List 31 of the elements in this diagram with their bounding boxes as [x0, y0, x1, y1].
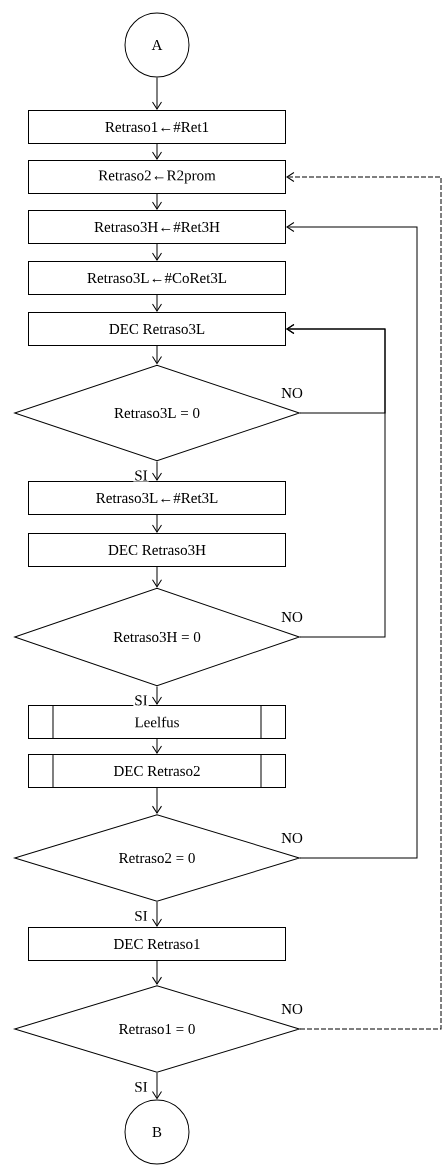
- edge-label: SI: [133, 469, 149, 482]
- process-box: Retraso3H←#Ret3H: [28, 210, 286, 244]
- arrow: [152, 345, 162, 365]
- arrow: [152, 685, 162, 705]
- arrow: [152, 1072, 162, 1100]
- arrow: [286, 324, 386, 638]
- arrow: [152, 77, 162, 110]
- arrow: [152, 461, 162, 481]
- arrow: [152, 243, 162, 261]
- arrow: [152, 901, 162, 927]
- process-box: Retraso2←R2prom: [28, 160, 286, 194]
- process-box: Retraso1←#Ret1: [28, 110, 286, 144]
- process-box: Retraso3L←#CoRet3L: [28, 261, 286, 295]
- edge-label: SI: [133, 694, 149, 707]
- arrow: [152, 514, 162, 533]
- edge-label: SI: [133, 909, 149, 922]
- arrow: [286, 222, 418, 859]
- subroutine-box: DEC Retraso2: [28, 753, 286, 789]
- arrow: [152, 787, 162, 814]
- process-box: DEC Retraso1: [28, 927, 286, 961]
- arrow: [152, 143, 162, 160]
- arrow: [152, 960, 162, 985]
- process-box: Retraso3L←#Ret3L: [28, 481, 286, 515]
- process-box: DEC Retraso3L: [28, 312, 286, 346]
- arrow: [286, 172, 442, 1030]
- arrow: [152, 193, 162, 210]
- arrow: [152, 566, 162, 588]
- arrow: [152, 294, 162, 312]
- process-box: DEC Retraso3H: [28, 533, 286, 567]
- edge-label: SI: [133, 1080, 149, 1093]
- arrow: [152, 738, 162, 754]
